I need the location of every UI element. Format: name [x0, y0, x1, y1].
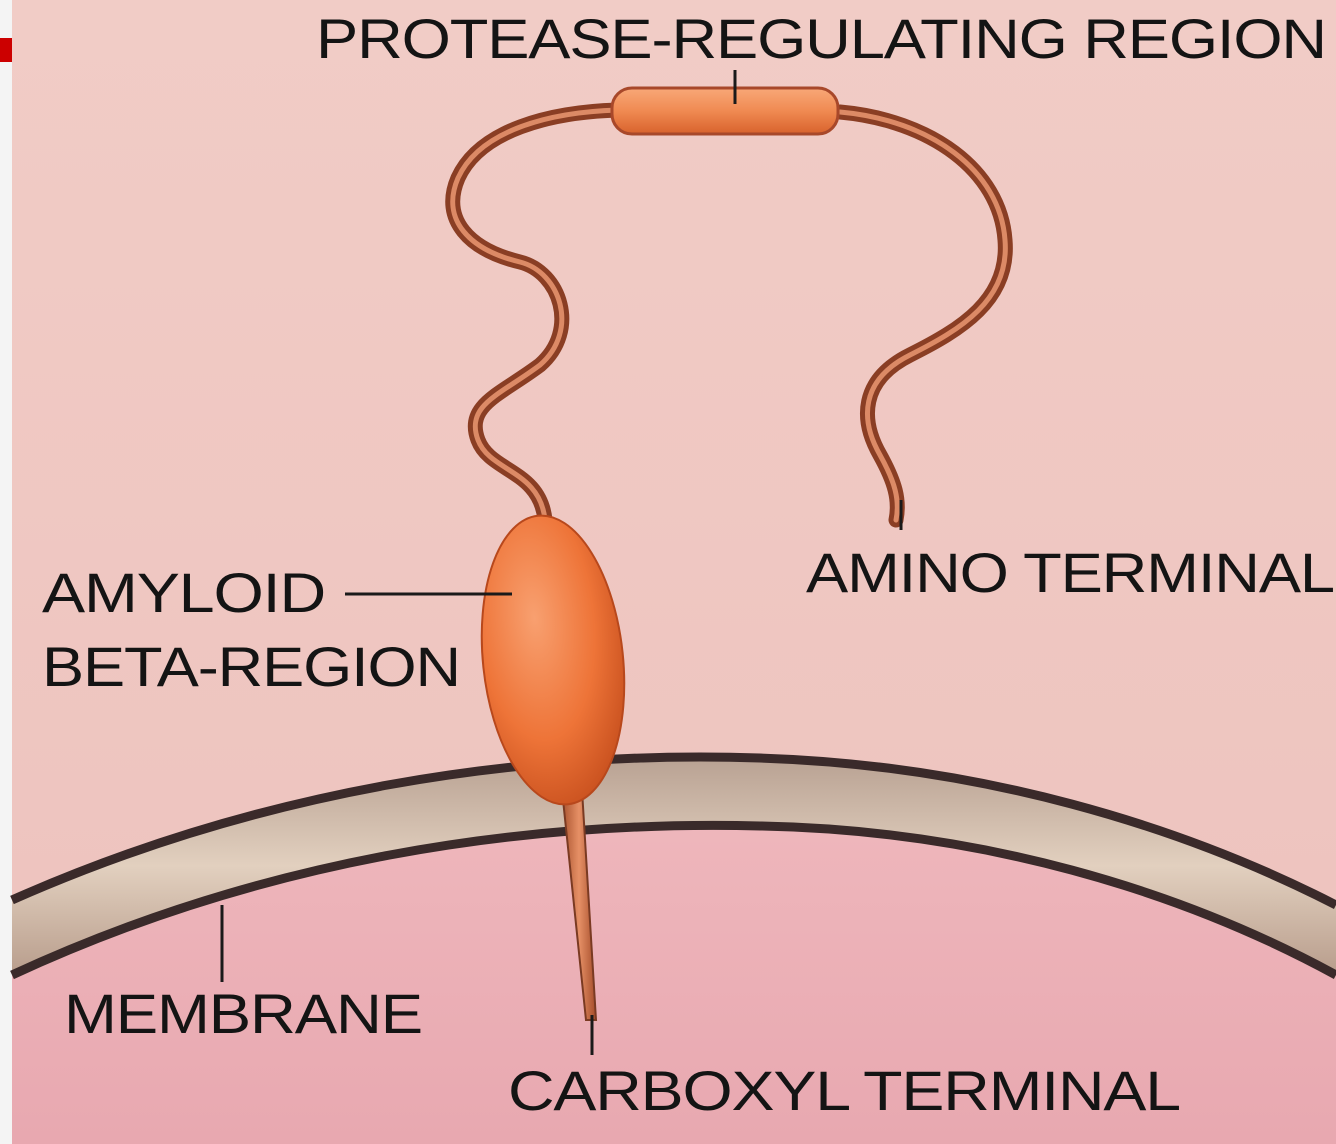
label-amyloid-line1: AMYLOID — [42, 561, 325, 624]
protease-regulating-region — [612, 88, 838, 134]
label-membrane: MEMBRANE — [64, 982, 422, 1045]
label-amyloid-line2: BETA-REGION — [42, 635, 460, 698]
label-amino-terminal: AMINO TERMINAL — [806, 541, 1334, 604]
label-protease-regulating-region: PROTEASE-REGULATING REGION — [316, 7, 1326, 70]
slide-bullet-square — [0, 38, 12, 62]
label-carboxyl-terminal: CARBOXYL TERMINAL — [508, 1059, 1180, 1122]
slide-edge-strip — [0, 0, 12, 1144]
